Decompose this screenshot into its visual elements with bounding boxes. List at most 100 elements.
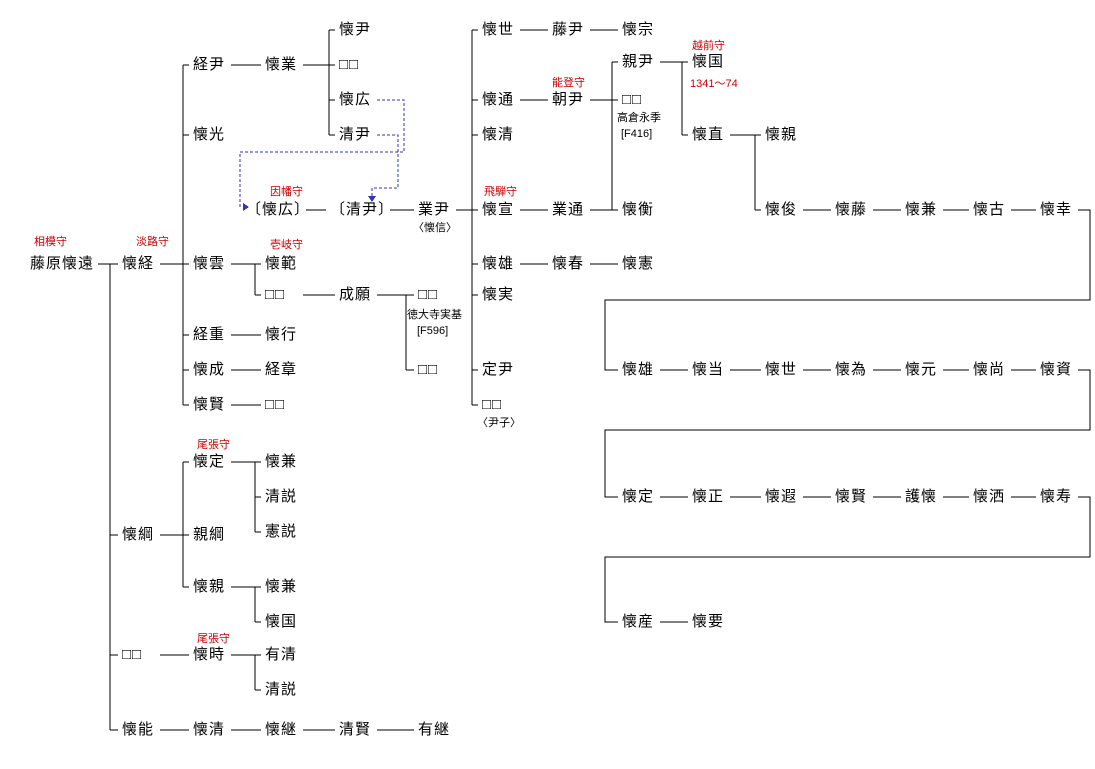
person-node: 懐国 <box>265 613 298 630</box>
person-node: 藤尹 <box>552 21 585 38</box>
person-node: 朝尹 <box>552 91 585 108</box>
person-node: 成願 <box>339 286 372 303</box>
person-node: 懐定 <box>193 453 226 470</box>
person-node: 懐衡 <box>622 201 655 218</box>
person-node: 懐資 <box>1040 361 1073 378</box>
person-node: □□ <box>265 286 286 303</box>
person-node: □□ <box>339 56 360 73</box>
person-node: 懐清 <box>193 721 226 738</box>
person-node: 清賢 <box>339 721 372 738</box>
person-node: 懐俊 <box>765 201 798 218</box>
person-node: 懐春 <box>552 255 585 272</box>
person-node: 懐賢 <box>193 396 226 413</box>
person-node: 懐洒 <box>973 488 1006 505</box>
person-node: 有清 <box>265 646 298 663</box>
person-node: 藤原懐遠 <box>30 255 95 272</box>
person-node: 定尹 <box>482 361 515 378</box>
person-node: 清尹 <box>339 126 372 143</box>
person-node: 懐国 <box>692 53 725 70</box>
person-node: 懐継 <box>265 721 298 738</box>
person-node: 懐宣 <box>482 201 515 218</box>
person-node: 〔清尹〕 <box>330 201 395 218</box>
person-node: 懐清 <box>482 126 515 143</box>
note-annotation: 徳大寺実基 <box>407 309 462 321</box>
person-node: 懐行 <box>265 326 298 343</box>
office-title-annotation: 飛騨守 <box>484 186 517 198</box>
person-node: 懐親 <box>193 578 226 595</box>
person-node: 懐藤 <box>835 201 868 218</box>
person-node: 護懐 <box>905 488 938 505</box>
person-node: 懐世 <box>482 21 515 38</box>
person-node: 懐範 <box>265 255 298 272</box>
person-node: 経重 <box>193 326 226 343</box>
person-node: 親尹 <box>622 53 655 70</box>
person-node: □□ <box>418 361 439 378</box>
office-title-annotation: 相模守 <box>34 236 67 248</box>
adoption-line <box>239 99 405 208</box>
person-node: 懐元 <box>905 361 938 378</box>
person-node: □□ <box>122 646 143 663</box>
note-annotation: 〈尹子〉 <box>477 417 521 429</box>
person-node: 懐兼 <box>265 578 298 595</box>
office-title-annotation: 1341～74 <box>690 78 738 90</box>
person-node: 懐能 <box>122 721 155 738</box>
person-node: 懐世 <box>765 361 798 378</box>
person-node: 懐光 <box>193 126 226 143</box>
person-node: 懐遐 <box>765 488 798 505</box>
person-node: 懐実 <box>482 286 515 303</box>
person-node: 懐憲 <box>622 255 655 272</box>
person-node: 業通 <box>552 201 585 218</box>
person-node: 懐正 <box>692 488 725 505</box>
person-node: 懐要 <box>692 613 725 630</box>
person-node: 懐当 <box>692 361 725 378</box>
person-node: 経章 <box>265 361 298 378</box>
person-node: 有継 <box>418 721 451 738</box>
person-node: 業尹 <box>418 201 451 218</box>
person-node: 懐産 <box>622 613 655 630</box>
person-node: 懐広 <box>339 91 372 108</box>
person-node: 懐成 <box>193 361 226 378</box>
person-node: 懐通 <box>482 91 515 108</box>
person-node: □□ <box>622 91 643 108</box>
person-node: 懐尚 <box>973 361 1006 378</box>
person-node: 懐綱 <box>122 526 155 543</box>
person-node: 懐兼 <box>265 453 298 470</box>
person-node: 親綱 <box>193 526 226 543</box>
note-annotation: 〈懐信〉 <box>413 222 457 234</box>
person-node: 懐寿 <box>1040 488 1073 505</box>
person-node: 憲説 <box>265 523 298 540</box>
note-annotation: [F596] <box>417 325 449 337</box>
person-node: □□ <box>265 396 286 413</box>
person-node: 懐親 <box>765 126 798 143</box>
person-node: 懐雄 <box>622 361 655 378</box>
person-node: 懐尹 <box>339 21 372 38</box>
office-title-annotation: 壱岐守 <box>270 239 303 251</box>
person-node: □□ <box>482 396 503 413</box>
person-node: 懐業 <box>265 56 298 73</box>
descent-line <box>604 369 1091 498</box>
person-node: 懐直 <box>692 126 725 143</box>
person-node: 清説 <box>265 681 298 698</box>
descent-line <box>604 496 1091 623</box>
person-node: 懐経 <box>122 255 155 272</box>
office-title-annotation: 尾張守 <box>197 633 230 645</box>
person-node: 懐雲 <box>193 255 226 272</box>
person-node: 懐雄 <box>482 255 515 272</box>
person-node: 懐為 <box>835 361 868 378</box>
office-title-annotation: 淡路守 <box>136 236 169 248</box>
note-annotation: [F416] <box>621 128 653 140</box>
person-node: 懐宗 <box>622 21 655 38</box>
office-title-annotation: 能登守 <box>552 77 585 89</box>
adoption-line <box>371 134 399 196</box>
person-node: 清説 <box>265 488 298 505</box>
person-node: 懐時 <box>193 646 226 663</box>
note-annotation: 高倉永季 <box>617 112 661 124</box>
person-node: 経尹 <box>193 56 226 73</box>
person-node: 懐賢 <box>835 488 868 505</box>
adoption-arrow-icon <box>243 203 249 211</box>
person-node: 懐定 <box>622 488 655 505</box>
person-node: 懐兼 <box>905 201 938 218</box>
office-title-annotation: 尾張守 <box>197 439 230 451</box>
